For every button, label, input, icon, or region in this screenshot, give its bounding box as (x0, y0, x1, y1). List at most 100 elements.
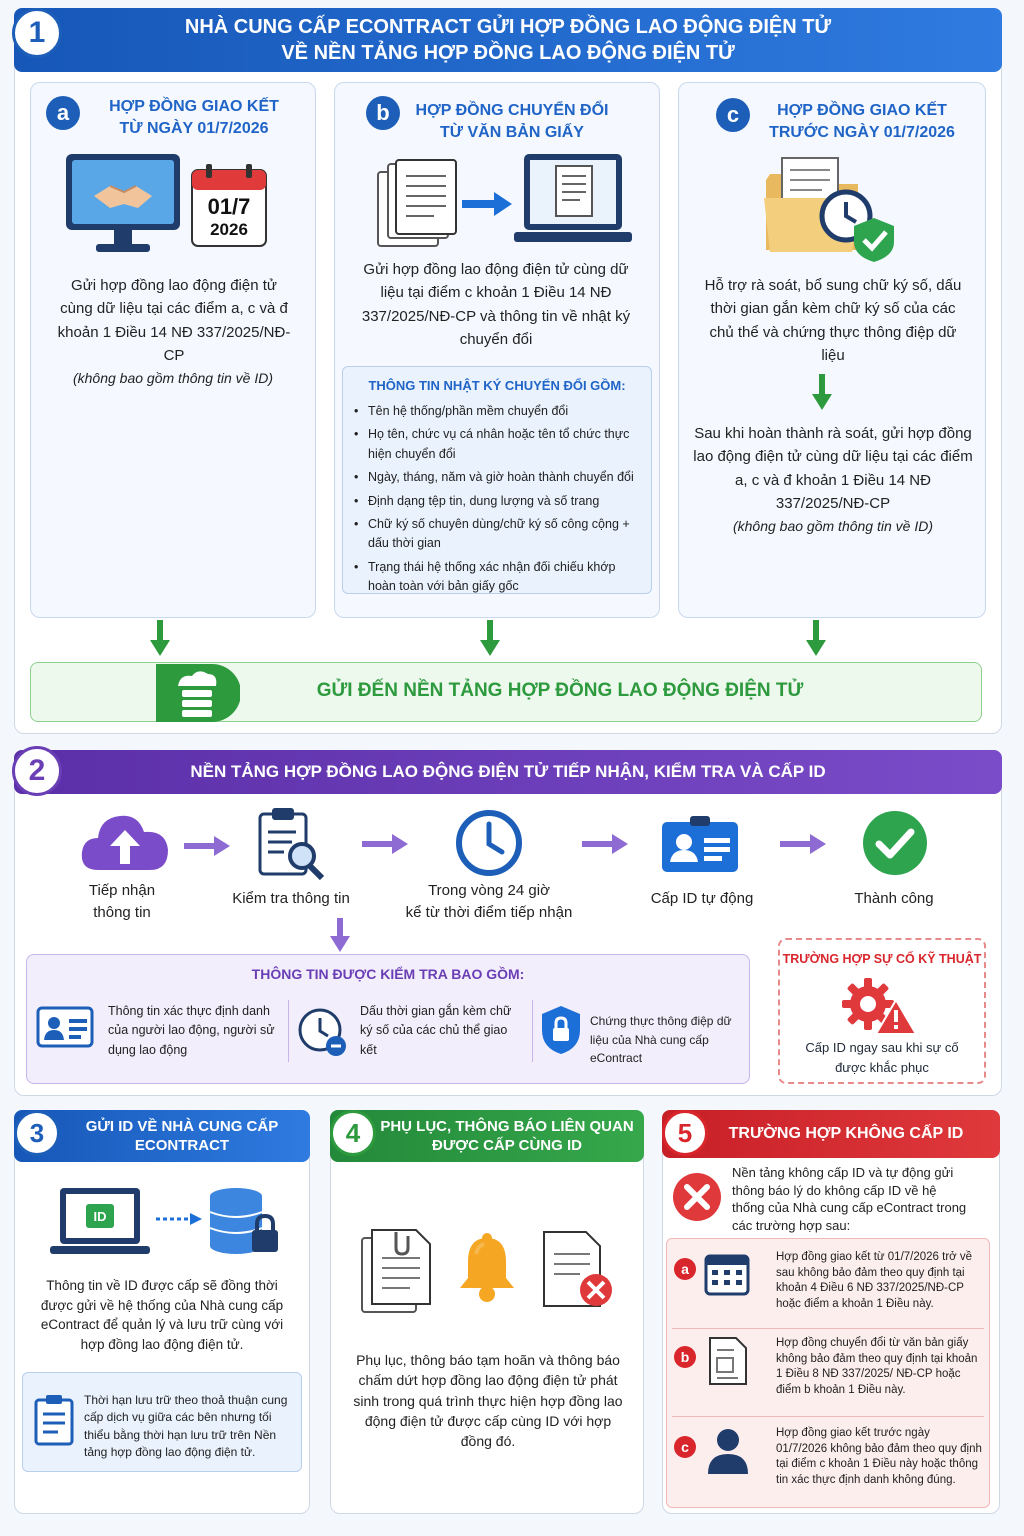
divider (672, 1328, 984, 1329)
right-arrow-icon (184, 836, 230, 856)
right-arrow-icon (582, 834, 628, 854)
section-3-title-line-2: ECONTRACT (134, 1137, 230, 1154)
success-check-icon (863, 811, 927, 875)
checked-item-data-message: Chứng thực thông điệp dữ liệu của Nhà cu… (590, 1014, 732, 1066)
document-picture-icon (709, 1337, 747, 1385)
conversion-log-item: Định dạng tệp tin, dung lượng và số tran… (354, 492, 644, 512)
divider (672, 1416, 984, 1417)
convert-arrow-icon (462, 192, 512, 216)
document-cancel-icon (543, 1231, 612, 1307)
conversion-log-item: Chữ ký số chuyên dùng/chữ ký số công cộn… (354, 515, 644, 554)
step-24h-line-2: kể từ thời điểm tiếp nhận (405, 903, 573, 921)
paper-documents-icon (377, 159, 457, 247)
monitor-handshake-icon (66, 154, 180, 252)
section-4-number: 4 (330, 1110, 376, 1156)
clipboard-search-icon (258, 808, 325, 881)
down-arrow-icon (150, 620, 170, 656)
user-icon (708, 1429, 748, 1474)
section-4-title-line-1: PHỤ LỤC, THÔNG BÁO LIÊN QUAN (380, 1117, 634, 1135)
card-c-title: HỢP ĐỒNG GIAO KẾT TRƯỚC NGÀY 01/7/2026 (752, 100, 972, 145)
clipboard-list-icon (34, 1395, 74, 1446)
section-2-number: 2 (12, 746, 62, 796)
clock-icon (456, 810, 522, 876)
dashed-arrow-icon (156, 1213, 202, 1225)
card-a-title-line-2: TỪ NGÀY 01/7/2026 (119, 120, 269, 138)
card-c-text-2: Sau khi hoàn thành rà soát, gửi hợp đồng… (693, 425, 973, 512)
conversion-log-item: Trạng thái hệ thống xác nhận đối chiếu k… (354, 558, 644, 597)
step-receive-line-1: Tiếp nhận (88, 882, 156, 899)
step-24h-line-1: Trong vòng 24 giờ (428, 882, 550, 899)
checked-item-timestamp: Dấu thời gian gắn kèm chữ ký số của các … (360, 1004, 512, 1057)
card-c-note: (không bao gồm thông tin về ID) (732, 518, 933, 534)
card-c-title-line-1: HỢP ĐỒNG GIAO KẾT (777, 102, 947, 119)
step-receive-line-2: thông tin (93, 903, 151, 921)
step-success-label: Thành công (854, 890, 934, 907)
step-check-label: Kiểm tra thông tin (232, 890, 350, 907)
checked-info-box (26, 954, 750, 1084)
incident-title: TRƯỜNG HỢP SỰ CỐ KỸ THUẬT (782, 952, 982, 966)
checked-item-identity: Thông tin xác thực định danh của người l… (108, 1004, 275, 1057)
section-4-header: PHỤ LỤC, THÔNG BÁO LIÊN QUAN ĐƯỢC CẤP CÙ… (330, 1110, 644, 1162)
section-5-intro: Nền tảng không cấp ID và tự động gửi thô… (732, 1165, 967, 1233)
bell-icon (460, 1233, 514, 1302)
divider (532, 1000, 533, 1062)
incident-text: Cấp ID ngay sau khi sự cố được khắc phục (805, 1040, 959, 1075)
section-4-title-line-2: ĐƯỢC CẤP CÙNG ID (432, 1137, 582, 1154)
case-b-letter: b (674, 1346, 696, 1368)
right-arrow-icon (362, 834, 408, 854)
section-1-number: 1 (12, 8, 62, 58)
section-4-text: Phụ lục, thông báo tạm hoãn và thông báo… (353, 1352, 623, 1450)
card-b-title-line-1: HỢP ĐỒNG CHUYỂN ĐỔI (415, 102, 609, 119)
section-3-text: Thông tin về ID được cấp sẽ đồng thời đư… (40, 1278, 284, 1352)
section-5-title: TRƯỜNG HỢP KHÔNG CẤP ID (728, 1124, 964, 1142)
database-lock-icon (209, 1188, 278, 1254)
cloud-server-icon (156, 664, 240, 722)
section-1-header: NHÀ CUNG CẤP ECONTRACT GỬI HỢP ĐỒNG LAO … (14, 8, 1002, 72)
card-c-text: Hỗ trợ rà soát, bổ sung chữ ký số, dấu t… (704, 277, 962, 364)
step-receive-label: Tiếp nhận thông tin (62, 880, 182, 924)
shield-lock-icon (542, 1006, 580, 1054)
send-to-platform-label: GỬI ĐẾN NỀN TẢNG HỢP ĐỒNG LAO ĐỘNG ĐIỆN … (316, 680, 804, 701)
card-c-title-line-2: TRƯỚC NGÀY 01/7/2026 (769, 124, 955, 142)
card-a-title: HỢP ĐỒNG GIAO KẾT TỪ NGÀY 01/7/2026 (84, 96, 304, 141)
gear-warning-icon (842, 978, 918, 1035)
case-a-letter: a (674, 1258, 696, 1280)
id-card-icon (36, 1006, 94, 1048)
card-b-title-line-2: TỪ VĂN BẢN GIẤY (440, 124, 584, 142)
calendar-icon (191, 164, 267, 247)
section-5-header: TRƯỜNG HỢP KHÔNG CẤP ID (662, 1110, 1000, 1158)
conversion-log-item: Tên hệ thống/phần mềm chuyển đổi (354, 402, 644, 422)
section-1-title-line-2: VỀ NỀN TẢNG HỢP ĐỒNG LAO ĐỘNG ĐIỆN TỬ (281, 42, 735, 64)
down-arrow-icon (806, 620, 826, 656)
card-b-title: HỢP ĐỒNG CHUYỂN ĐỔI TỪ VĂN BẢN GIẤY (402, 100, 622, 145)
down-arrow-icon (330, 918, 350, 952)
card-b-text: Gửi hợp đồng lao động điện tử cùng dữ li… (361, 261, 631, 348)
down-arrow-icon (812, 374, 832, 410)
down-arrow-icon (480, 620, 500, 656)
card-a-text: Gửi hợp đồng lao động điện tử cùng dữ li… (57, 277, 291, 364)
step-issue-id-label: Cấp ID tự động (650, 890, 754, 907)
conversion-log-item: Họ tên, chức vụ cá nhân hoặc tên tổ chức… (354, 425, 644, 464)
clock-link-icon (298, 1008, 346, 1056)
right-arrow-icon (780, 834, 826, 854)
section-3-number: 3 (14, 1110, 60, 1156)
attachment-document-icon (361, 1229, 431, 1313)
divider (288, 1000, 289, 1062)
section-1-title-line-1: NHÀ CUNG CẤP ECONTRACT GỬI HỢP ĐỒNG LAO … (184, 16, 832, 38)
laptop-document-icon (514, 154, 632, 242)
folder-clock-shield-icon (764, 157, 894, 262)
card-a-title-line-1: HỢP ĐỒNG GIAO KẾT (109, 98, 279, 115)
laptop-id-icon (50, 1188, 150, 1254)
conversion-log-list: Tên hệ thống/phần mềm chuyển đổi Họ tên,… (354, 402, 644, 600)
conversion-log-title: THÔNG TIN NHẬT KÝ CHUYỂN ĐỔI GỒM: (368, 378, 626, 393)
case-b-text: Hợp đồng chuyển đổi từ văn bản giấy khôn… (776, 1337, 978, 1396)
section-2-title: NỀN TẢNG HỢP ĐỒNG LAO ĐỘNG ĐIỆN TỬ TIẾP … (190, 761, 826, 781)
card-b-letter: b (366, 96, 400, 130)
section-2-header: NỀN TẢNG HỢP ĐỒNG LAO ĐỘNG ĐIỆN TỬ TIẾP … (14, 750, 1002, 794)
case-a-text: Hợp đồng giao kết từ 01/7/2026 trở về sa… (776, 1251, 973, 1310)
case-c-letter: c (674, 1436, 696, 1458)
card-a-note: (không bao gồm thông tin về ID) (72, 370, 273, 386)
step-24h-label: Trong vòng 24 giờ kể từ thời điểm tiếp n… (384, 880, 594, 924)
card-c-letter: c (716, 98, 750, 132)
